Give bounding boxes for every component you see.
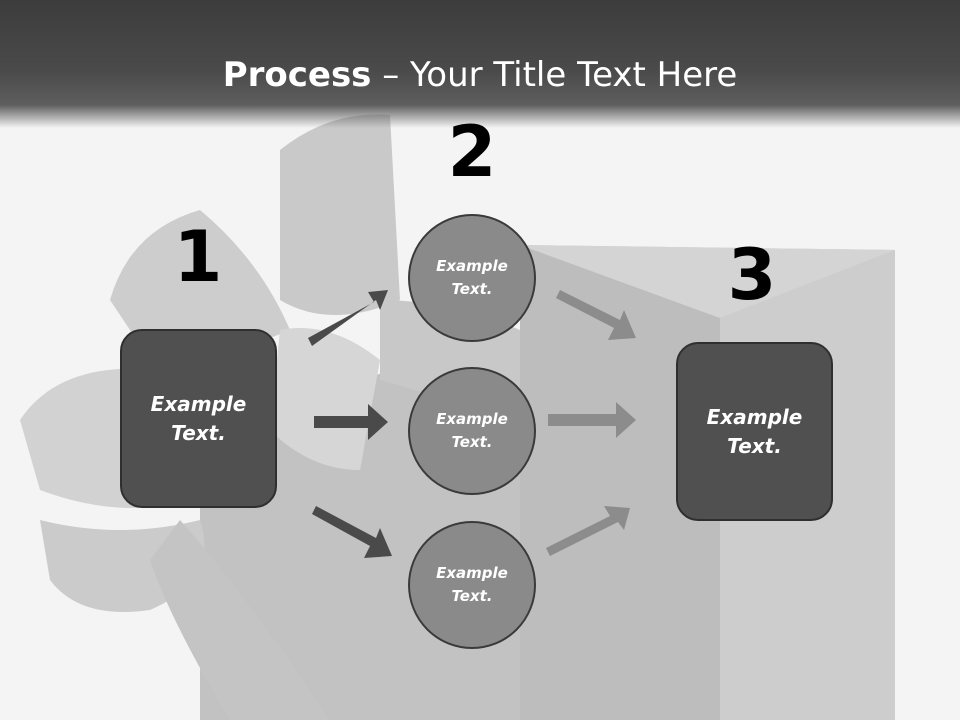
circle-bottom-line-2: Text. (451, 587, 493, 605)
slide-title: Process – Your Title Text Here (0, 52, 960, 98)
step-3-box-line-1: Example (706, 404, 803, 429)
circle-top-line-2: Text. (451, 280, 493, 298)
circle-bottom-line-1: Example (436, 564, 508, 582)
step-3-box-line-2: Text. (727, 433, 782, 458)
step-number-3: 3 (727, 234, 777, 316)
step-1-box-line-2: Text. (171, 420, 226, 445)
title-bold-part: Process (222, 55, 372, 95)
title-rest-part: – Your Title Text Here (371, 55, 738, 95)
step-number-2: 2 (447, 111, 497, 193)
step-number-1: 1 (173, 216, 223, 298)
circle-middle-line-1: Example (436, 410, 508, 428)
step-1-box-line-1: Example (150, 391, 247, 416)
circle-middle-line-2: Text. (451, 433, 493, 451)
circle-top-line-1: Example (436, 257, 508, 275)
title-bar (0, 0, 960, 128)
